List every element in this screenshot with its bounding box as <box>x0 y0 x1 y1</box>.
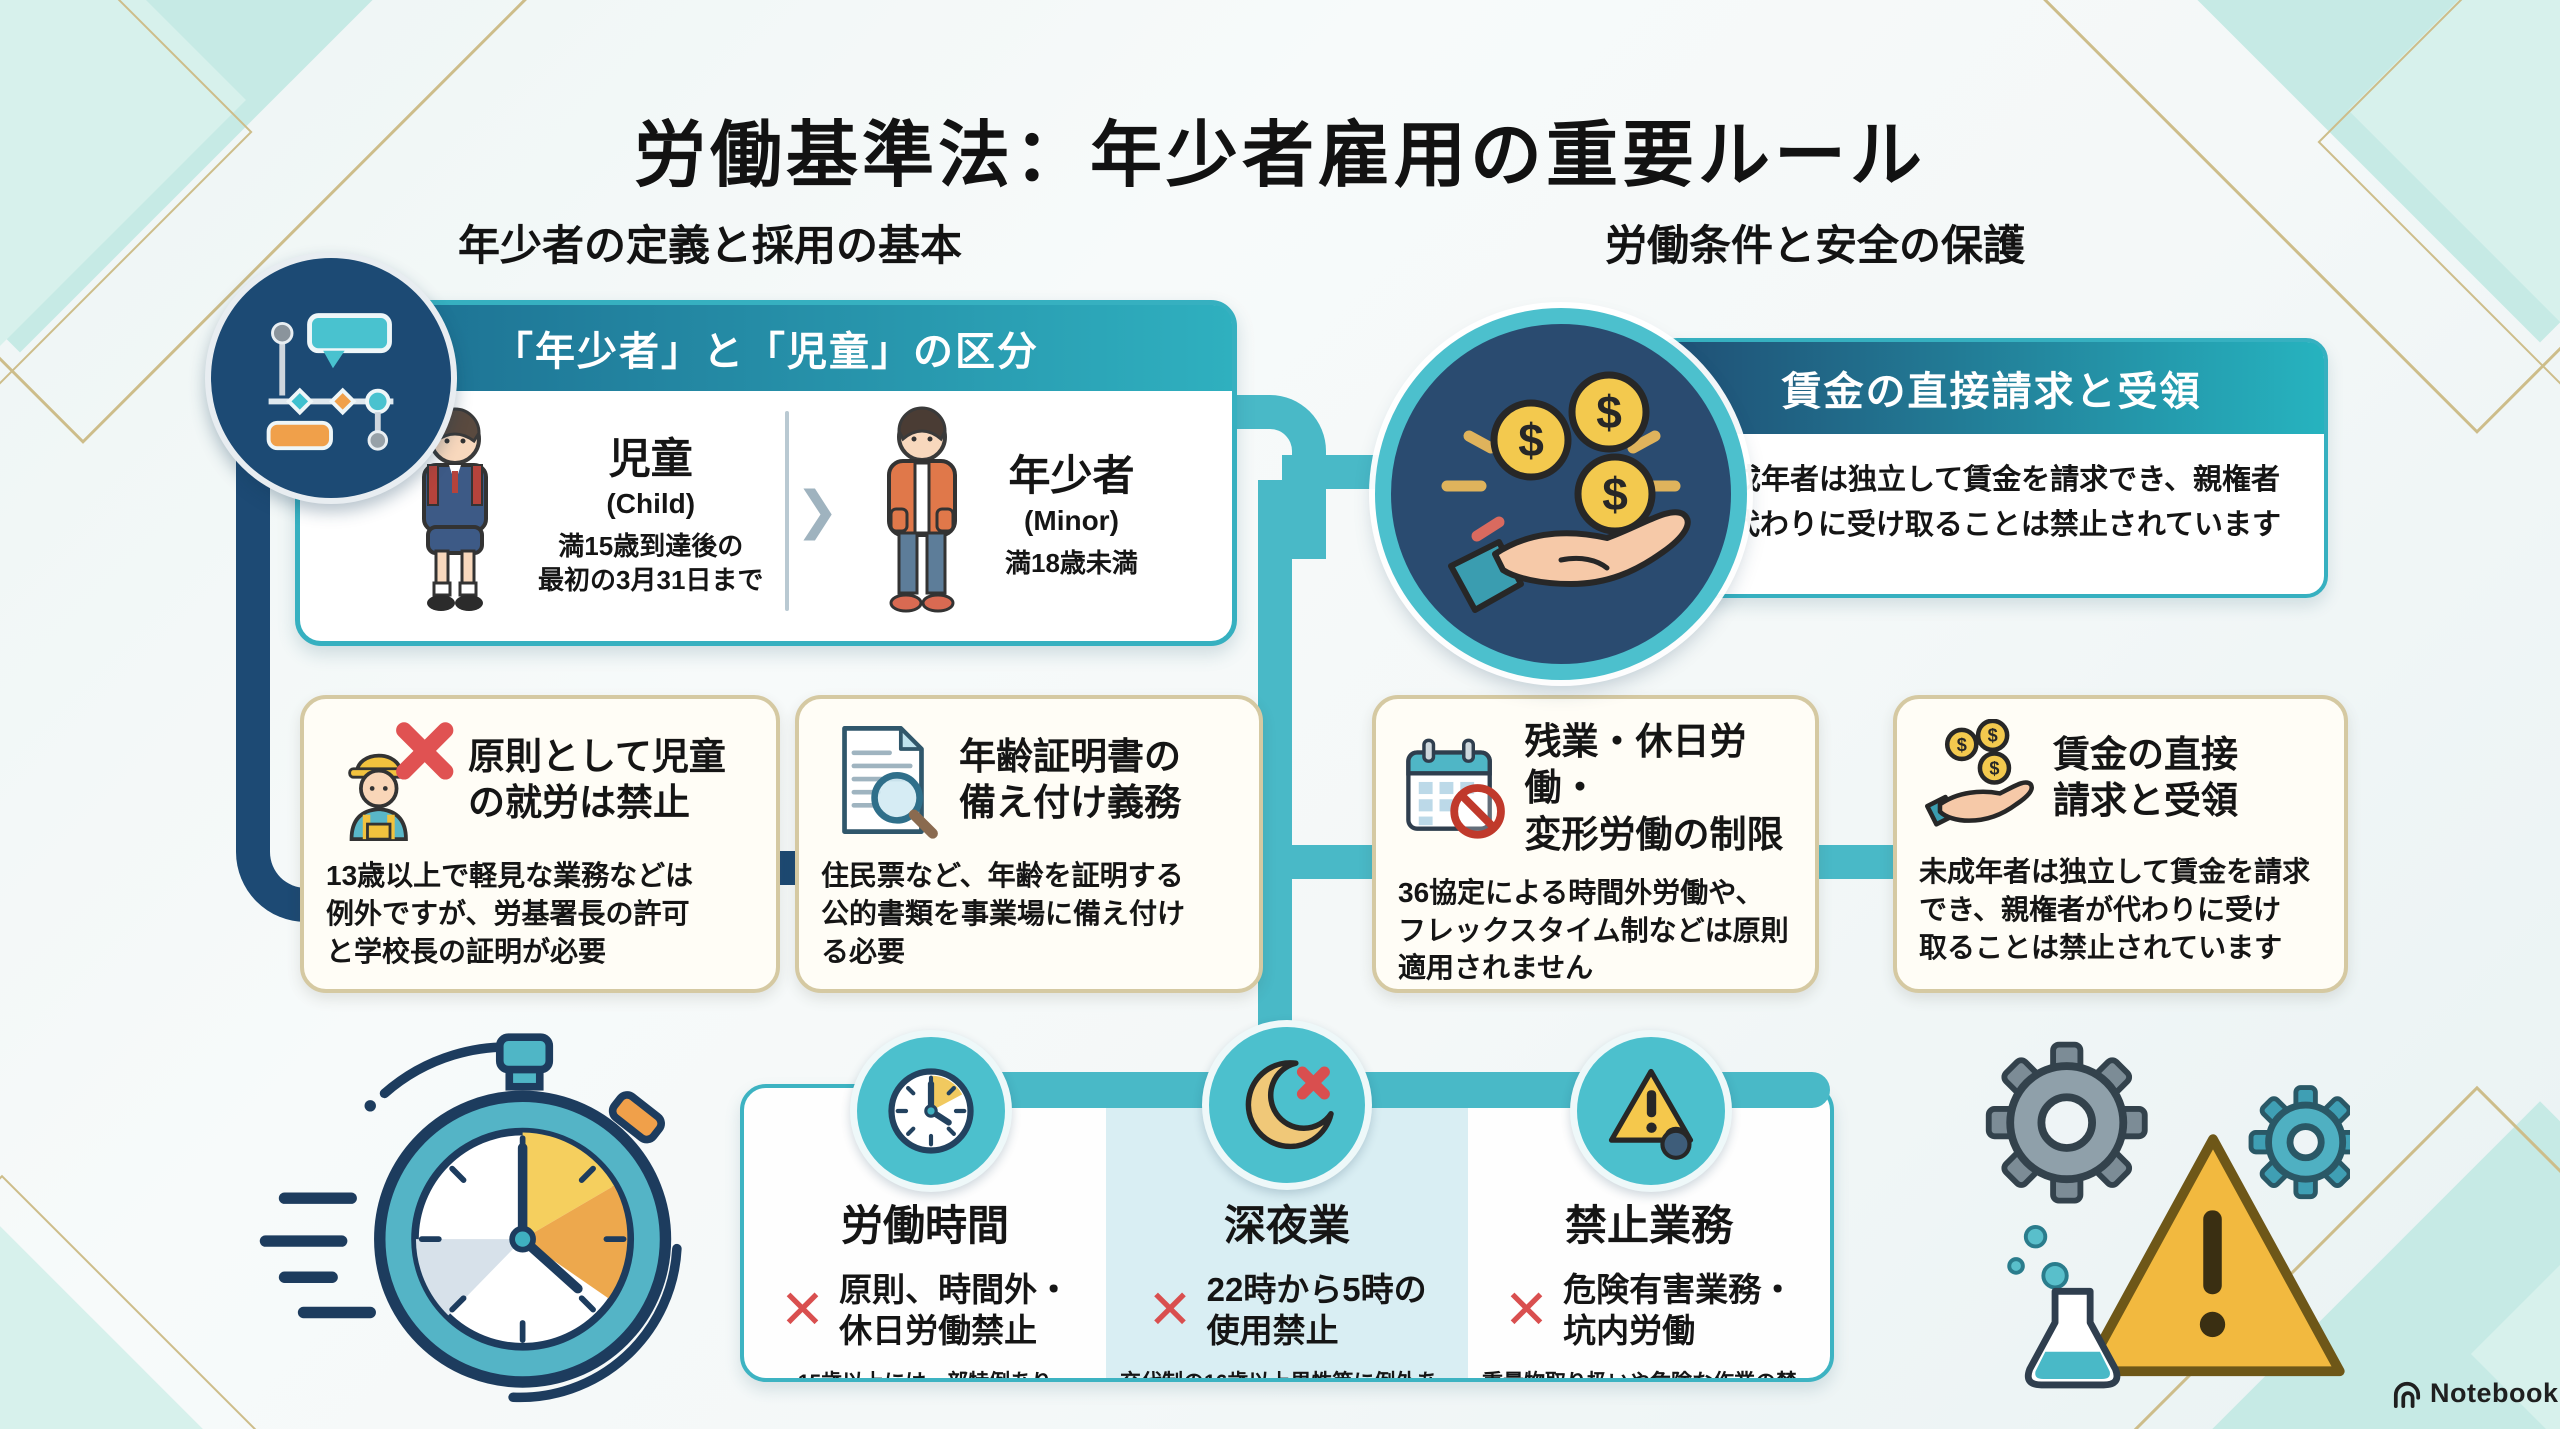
card-wage-direct-head: $ $ $ 賃金の直接 請求と受領 <box>1919 719 2322 837</box>
section-header-left: 年少者の定義と採用の基本 <box>457 222 962 269</box>
card-child-work-ban: 原則として児童 の就労は禁止 13歳以上で軽見な業務などは 例外ですが、労基署長… <box>300 695 780 993</box>
minor-label-block: 年少者 (Minor) 満18歳未満 <box>1005 442 1138 581</box>
card-overtime-limit-head: 残業・休日労働・ 変形労働の制限 <box>1398 719 1793 858</box>
stopwatch-illustration <box>259 1033 682 1403</box>
calendar-prohibited-icon <box>1406 739 1505 839</box>
panel-prohibited-work: 禁止業務 ✕ 危険有害業務・ 坑内労働 重量物取り扱いや危険な作業の禁止 <box>1468 1088 1830 1378</box>
chevron-right-icon: ❯ <box>795 482 840 540</box>
hazard-badge <box>1570 1030 1732 1192</box>
connector-teal-to-overtime <box>1290 845 1380 879</box>
svg-text:$: $ <box>1602 468 1628 520</box>
minor-name-en: (Minor) <box>1024 504 1119 536</box>
minor-figure-illustration <box>887 406 958 613</box>
classification-card-body: 児童 (Child) 満15歳到達後の 最初の3月31日まで ❯ <box>300 391 1232 627</box>
child-figure-illustration <box>422 407 489 611</box>
hand-coins-small-icon: $ $ $ <box>1924 719 2034 827</box>
working-hours-rule-text: 原則、時間外・ 休日労働禁止 <box>839 1271 1071 1350</box>
card-age-certificate: 年齢証明書の 備え付け義務 住民票など、年齢を証明する 公的書類を事業場に備え付… <box>795 695 1263 993</box>
notebooklm-logo-icon <box>2393 1381 2421 1408</box>
prohibited-work-rule: ✕ 危険有害業務・ 坑内労働 <box>1504 1269 1794 1352</box>
hazard-gears-illustration <box>1985 1041 2350 1389</box>
night-work-rule: ✕ 22時から5時の 使用禁止 <box>1147 1269 1426 1352</box>
working-hours-note: 15歳以上には一部特例あり <box>797 1370 1053 1382</box>
wage-claim-card: 賃金の直接請求と受領 未成年者は独立して賃金を請求でき、親権者 が代わりに受け取… <box>1655 338 2328 598</box>
svg-text:$: $ <box>1988 726 1998 746</box>
clock-badge <box>850 1030 1012 1192</box>
wage-claim-card-header: 賃金の直接請求と受領 <box>1659 342 2324 434</box>
night-badge <box>1202 1020 1372 1190</box>
hand-coins-icon: $ $ $ <box>1441 371 1691 613</box>
card-child-work-ban-head: 原則として児童 の就労は禁止 <box>326 719 754 841</box>
section-header-right: 労働条件と安全の保護 <box>1604 222 2025 269</box>
flowchart-badge <box>205 252 457 504</box>
svg-text:$: $ <box>1518 414 1544 466</box>
svg-text:$: $ <box>1957 735 1967 755</box>
card-wage-direct: $ $ $ 賃金の直接 請求と受領 未成年者は独立して賃金を請求 でき、親権者が… <box>1893 695 2348 993</box>
cross-mark-icon: ✕ <box>1147 1280 1193 1341</box>
card-overtime-limit: 残業・休日労働・ 変形労働の制限 36協定による時間外労働や、 フレックスタイム… <box>1372 695 1819 993</box>
child-description: 満15歳到達後の 最初の3月31日まで <box>538 530 764 595</box>
connector-teal-between-cards <box>1810 845 1902 879</box>
minor-name: 年少者 <box>1008 451 1135 499</box>
prohibited-work-note: 重量物取り扱いや危険な作業の禁止 <box>1482 1370 1797 1382</box>
card-wage-direct-body: 未成年者は独立して賃金を請求 でき、親権者が代わりに受け 取ることは禁止されてい… <box>1919 856 2311 963</box>
night-work-note: 交代制の16歳以上男性等に例外あり <box>1120 1370 1438 1382</box>
wage-badge: $ $ $ <box>1375 308 1747 680</box>
prohibited-work-rule-text: 危険有害業務・ 坑内労働 <box>1563 1271 1795 1350</box>
card-child-work-ban-title: 原則として児童 の就労は禁止 <box>468 735 726 823</box>
working-hours-rule: ✕ 原則、時間外・ 休日労働禁止 <box>780 1269 1070 1352</box>
document-magnifier-icon <box>842 726 938 839</box>
svg-text:$: $ <box>1596 386 1622 438</box>
card-child-work-ban-body: 13歳以上で軽見な業務などは 例外ですが、労基署長の許可 と学校長の証明が必要 <box>326 860 694 967</box>
page-title: 労働基準法：年少者雇用の重要ルール <box>633 116 1926 197</box>
watermark: NotebookLM <box>2392 1378 2560 1409</box>
divider-line <box>785 411 790 611</box>
clock-icon <box>888 1068 974 1154</box>
card-wage-direct-title: 賃金の直接 請求と受領 <box>2053 733 2238 821</box>
working-hours-title: 労働時間 <box>840 1202 1009 1249</box>
card-overtime-limit-title: 残業・休日労働・ 変形労働の制限 <box>1524 721 1784 855</box>
card-age-certificate-title: 年齢証明書の 備え付け義務 <box>959 735 1181 823</box>
panel-working-hours: 労働時間 ✕ 原則、時間外・ 休日労働禁止 15歳以上には一部特例あり <box>744 1088 1106 1378</box>
prohibited-work-title: 禁止業務 <box>1564 1202 1733 1249</box>
cross-mark-icon: ✕ <box>1503 1280 1550 1341</box>
night-work-title: 深夜業 <box>1223 1202 1350 1249</box>
cross-mark-icon: ✕ <box>779 1280 826 1341</box>
watermark-label: NotebookLM <box>2430 1378 2560 1408</box>
card-age-certificate-body: 住民票など、年齢を証明する 公的書類を事業場に備え付け る必要 <box>821 860 1186 967</box>
classification-divider: ❯ <box>785 411 839 611</box>
child-name: 児童 <box>608 434 693 482</box>
svg-text:$: $ <box>1989 758 1999 778</box>
wage-claim-card-body: 未成年者は独立して賃金を請求でき、親権者 が代わりに受け取ることは禁止されていま… <box>1701 464 2282 541</box>
night-work-rule-text: 22時から5時の 使用禁止 <box>1206 1271 1427 1350</box>
child-name-en: (Child) <box>606 487 696 519</box>
card-overtime-limit-body: 36協定による時間外労働や、 フレックスタイム制などは原則 適用されません <box>1398 876 1789 984</box>
child-label-block: 児童 (Child) 満15歳到達後の 最初の3月31日まで <box>538 425 763 598</box>
warning-weight-icon <box>1608 1068 1694 1160</box>
worker-no-icon <box>348 722 454 841</box>
card-age-certificate-head: 年齢証明書の 備え付け義務 <box>821 719 1237 841</box>
moon-no-icon <box>1245 1060 1334 1150</box>
minor-description: 満18歳未満 <box>1005 547 1138 578</box>
connector-teal-vertical <box>1258 480 1292 1105</box>
flowchart-icon <box>266 313 394 451</box>
